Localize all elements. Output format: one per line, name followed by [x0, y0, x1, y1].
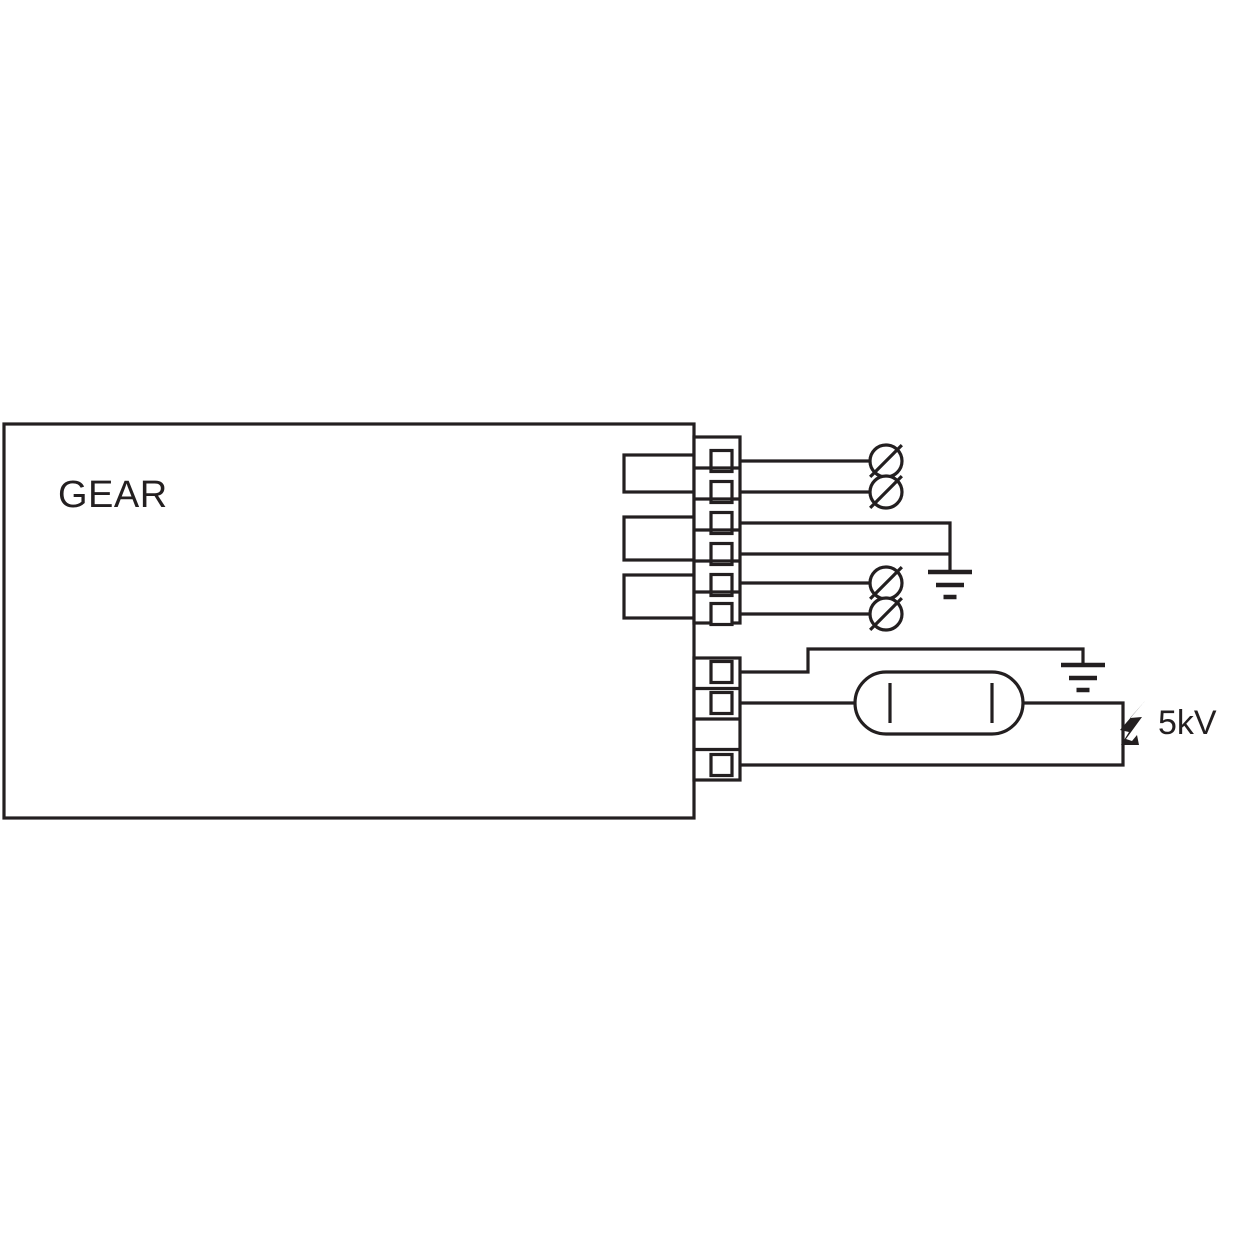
lightning-bolt-icon: [1120, 701, 1145, 745]
upper-terminal-block-screw-1[interactable]: [709, 448, 734, 474]
upper-terminal-block-screw-3[interactable]: [709, 510, 734, 536]
upper-terminal-block-screw-4[interactable]: [709, 541, 734, 567]
gear-enclosure-group: GEAR: [2, 422, 696, 820]
lower-terminal-block-screw-4[interactable]: [709, 752, 734, 778]
lower-terminal-block[interactable]: [692, 656, 742, 782]
discharge-lamp-group: [853, 670, 1025, 736]
connection-points-group: [868, 443, 904, 632]
connection-point-3: [868, 565, 904, 601]
ignition-voltage-group: 5kV: [1120, 701, 1217, 745]
connection-point-2-slash: [869, 475, 903, 509]
wires-group: [740, 459, 1125, 767]
connection-point-1: [868, 443, 904, 479]
upper-terminal-block-screw-5[interactable]: [709, 572, 734, 598]
upper-terminal-block-screw-6[interactable]: [709, 601, 734, 627]
connection-point-4-slash: [869, 597, 903, 631]
upper-terminal-block-screw-2[interactable]: [709, 479, 734, 505]
connector-block-3: [622, 573, 696, 620]
earth-symbol-lamp: [1061, 662, 1105, 693]
wire-lamp-right-to-lowerterminal4: [740, 701, 1125, 767]
gear-box: [2, 422, 696, 820]
ignition-voltage-label: 5kV: [1158, 704, 1217, 742]
wire-terminal3-to-earth: [740, 521, 952, 572]
lamp-envelope: [853, 670, 1025, 736]
connector-block-1: [622, 453, 696, 494]
connection-point-4: [868, 596, 904, 632]
connection-point-1-slash: [869, 444, 903, 478]
connector-block-2: [622, 515, 696, 562]
gear-label: GEAR: [58, 474, 168, 516]
lower-terminal-block-screw-2[interactable]: [709, 690, 734, 716]
wire-lowerterminal1-to-lamp-earth: [740, 647, 1085, 674]
connection-point-2: [868, 474, 904, 510]
gear-internal-connectors: [622, 453, 696, 620]
earth-symbols-group: [928, 569, 1105, 693]
earth-symbol-mains: [928, 569, 972, 600]
upper-terminal-block[interactable]: [692, 435, 742, 627]
connection-point-3-slash: [869, 566, 903, 600]
lower-terminal-block-screw-1[interactable]: [709, 659, 734, 685]
